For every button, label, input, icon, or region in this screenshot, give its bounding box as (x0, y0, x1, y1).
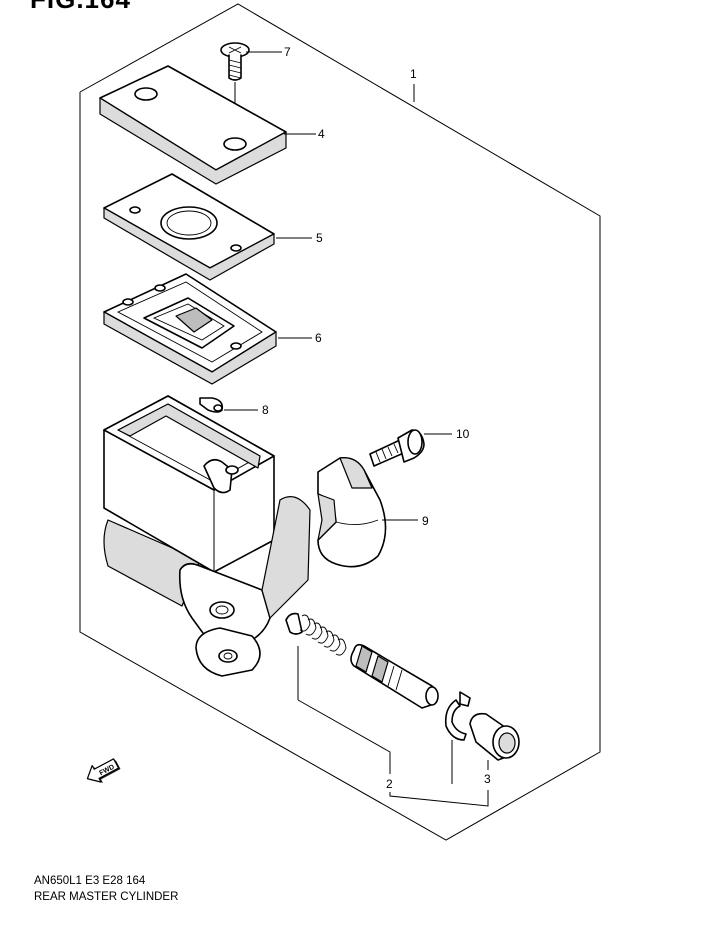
part-6-diaphragm (103, 273, 277, 385)
callout-1: 1 (410, 67, 417, 81)
part-5-diaphragm-plate (103, 173, 275, 281)
leader-lines (224, 51, 452, 521)
callout-6: 6 (315, 331, 322, 345)
callouts: 1 7 4 5 6 8 10 9 2 3 (262, 45, 491, 791)
callout-7: 7 (284, 45, 291, 59)
callout-4: 4 (318, 127, 325, 141)
part-4-cap (99, 65, 287, 185)
callout-3: 3 (484, 772, 491, 786)
part-10-bolt (369, 429, 425, 467)
footer-model-code: AN650L1 E3 E28 164 (34, 875, 146, 887)
callout-2: 2 (386, 777, 393, 791)
part-8-clip (199, 397, 224, 413)
part-circlip (444, 691, 471, 784)
callout-8: 8 (262, 403, 269, 417)
bottom-bracket (389, 790, 489, 807)
assembly-outline (79, 3, 601, 841)
part-3-boot (469, 712, 520, 770)
figure-label: FIG.164 (30, 0, 131, 15)
part-9-holder (317, 456, 387, 568)
footer: AN650L1 E3 E28 164 REAR MASTER CYLINDER (34, 873, 178, 905)
part-2-piston-assembly (285, 612, 439, 774)
footer-title: REAR MASTER CYLINDER (34, 891, 179, 903)
fwd-arrow-icon: FWD (86, 758, 121, 783)
callout-5: 5 (316, 231, 323, 245)
master-cylinder-body (103, 395, 311, 677)
callout-10: 10 (456, 427, 470, 441)
callout-9: 9 (422, 514, 429, 528)
